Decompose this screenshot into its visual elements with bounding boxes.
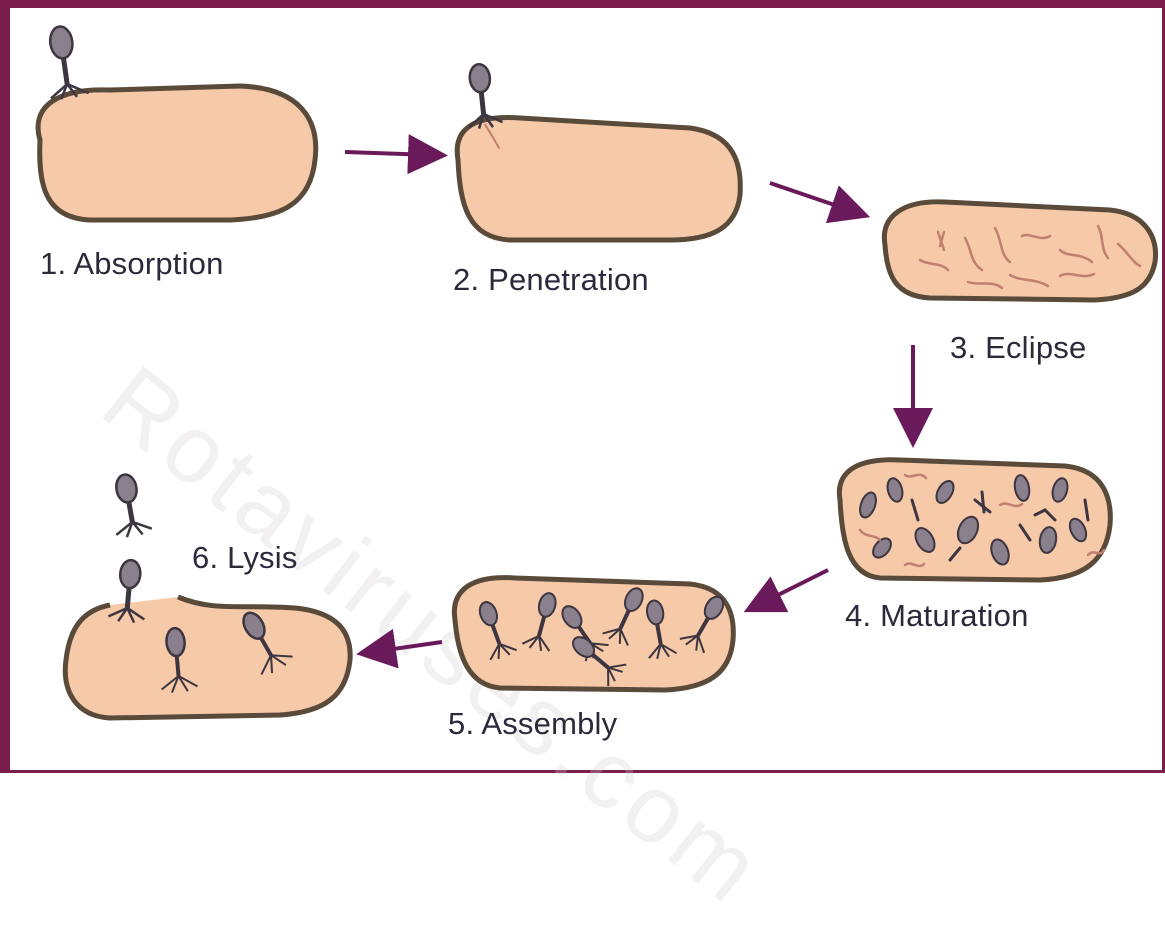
label-absorption: 1. Absorption [40,246,224,282]
label-penetration: 2. Penetration [453,262,649,298]
arrow-4-to-5 [758,570,828,605]
phage-released-icon [106,472,152,539]
cell-absorption [38,86,316,220]
arrow-5-to-6 [372,642,442,652]
arrow-1-to-2 [345,152,432,155]
label-assembly: 5. Assembly [448,706,617,742]
cell-penetration [457,117,740,240]
cell-assembly [454,578,733,690]
lytic-cycle-diagram [0,0,1165,773]
cell-lysis [65,597,350,718]
cell-eclipse [884,202,1155,300]
label-maturation: 4. Maturation [845,598,1029,634]
label-lysis: 6. Lysis [192,540,298,576]
phage-absorption-icon [41,24,89,101]
label-eclipse: 3. Eclipse [950,330,1086,366]
arrow-2-to-3 [770,183,855,212]
cell-maturation [839,460,1110,580]
